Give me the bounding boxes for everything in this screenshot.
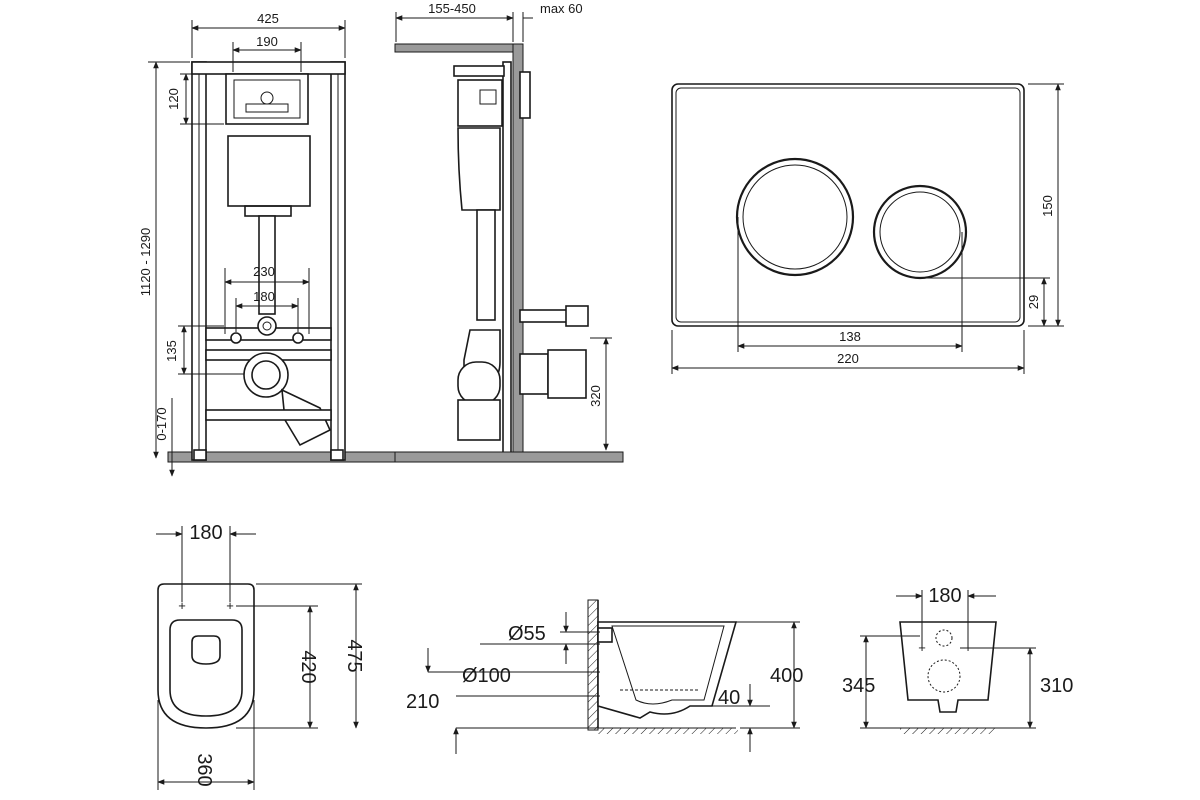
- svg-text:+: +: [226, 598, 234, 613]
- dim-bolt-inner: 180: [253, 289, 275, 304]
- dim-plate-height: 150: [1040, 195, 1055, 217]
- frame-side-view: 155-450 max 60 320: [394, 1, 624, 463]
- bowl-rear-view: + + 180 345 310: [842, 585, 1073, 734]
- dim-feet-range: 0-170: [154, 407, 169, 440]
- dim-outlet-height: 135: [164, 340, 179, 362]
- dim-inlet-height: 320: [588, 385, 603, 407]
- dim-bowl-width: 360: [193, 753, 215, 786]
- dim-rear-outlet-height: 310: [1040, 675, 1073, 697]
- flush-button-small: [872, 184, 968, 280]
- dim-bowl-depth-total: 475: [343, 639, 365, 672]
- dim-actuator-width: 190: [256, 34, 278, 49]
- bowl-side-outline: [597, 621, 738, 719]
- dim-bowl-bolt-spacing: 180: [189, 522, 222, 544]
- frame-front-view: 425 190 120 1120 - 1290 230 180 135 0-17…: [138, 11, 619, 477]
- dim-bolt-outer: 230: [253, 264, 275, 279]
- actuator-opening: [225, 73, 309, 125]
- outlet-pipe: [243, 352, 289, 398]
- flush-plate: 138 220 150 29: [671, 83, 1064, 374]
- dim-bowl-depth-inner: 420: [297, 650, 319, 683]
- dim-bowl-height: 400: [770, 665, 803, 687]
- dim-inlet-diameter: Ø55: [508, 623, 546, 645]
- mounting-wall: [587, 599, 599, 731]
- dim-wall-thickness: max 60: [540, 1, 583, 16]
- dim-button-spacing: 138: [839, 329, 861, 344]
- dim-plate-width: 220: [837, 351, 859, 366]
- bowl-top-view: + + 180 420 475 360: [156, 522, 365, 790]
- dim-button-offset: 29: [1026, 295, 1041, 309]
- dim-depth-range: 155-450: [428, 1, 476, 16]
- flush-pipe: [258, 215, 276, 315]
- wall-top: [394, 43, 524, 53]
- dim-frame-width: 425: [257, 11, 279, 26]
- dim-rim-offset: 40: [718, 687, 740, 709]
- dim-outlet-height-floor: 210: [406, 691, 439, 713]
- cistern: [227, 135, 311, 207]
- dim-rear-total-height: 345: [842, 675, 875, 697]
- bowl-side-view: Ø55 Ø100 210 400 40: [406, 599, 803, 754]
- dim-rear-bolt-spacing: 180: [928, 585, 961, 607]
- dim-frame-height: 1120 - 1290: [138, 228, 153, 296]
- svg-text:+: +: [178, 598, 186, 613]
- frame-top-bar: [191, 61, 346, 75]
- dim-actuator-height: 120: [166, 88, 181, 110]
- dim-outlet-diameter: Ø100: [462, 665, 511, 687]
- flush-button-large: [735, 157, 855, 277]
